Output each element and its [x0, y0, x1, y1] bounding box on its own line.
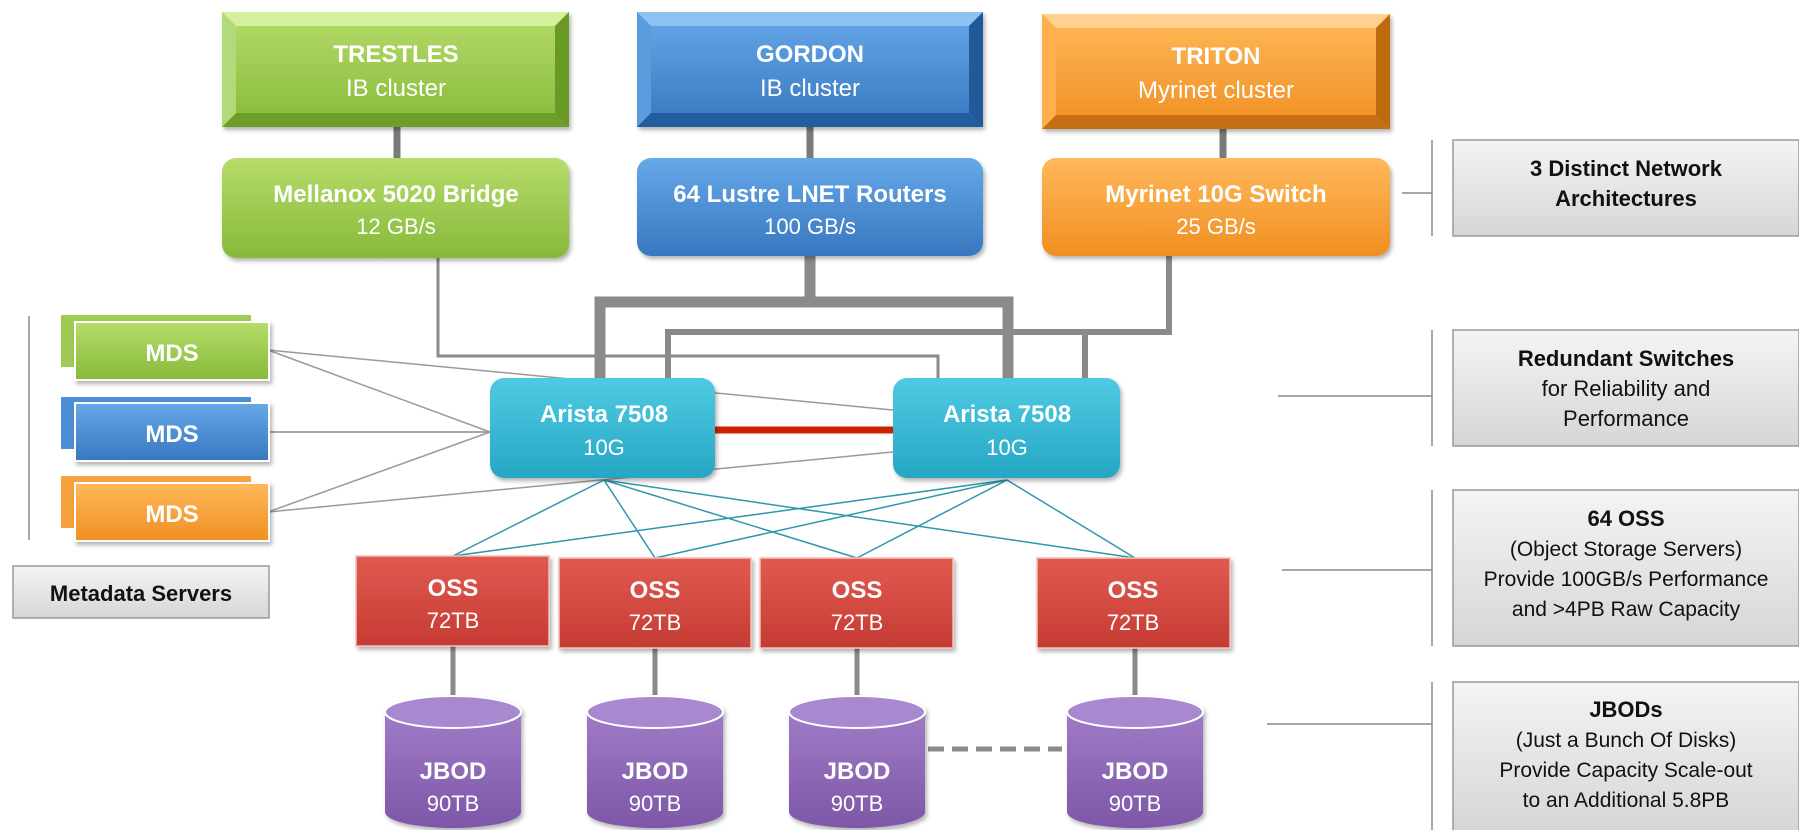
oss-size: 72TB	[427, 608, 480, 633]
callout-text: (Just a Bunch Of Disks)	[1516, 729, 1737, 752]
jbod-2: JBOD 90TB	[586, 695, 724, 828]
cluster-name: TRITON	[1172, 43, 1261, 70]
callout-text: 3 Distinct Network	[1530, 156, 1723, 181]
callout-text: Provide Capacity Scale-out	[1499, 759, 1752, 782]
jbod-size: 90TB	[831, 791, 884, 816]
callout-jbods: JBODs (Just a Bunch Of Disks) Provide Ca…	[1452, 681, 1799, 833]
bridge-lnet-routers: 64 Lustre LNET Routers 100 GB/s	[637, 158, 983, 256]
cluster-type: IB cluster	[760, 75, 860, 102]
oss-size: 72TB	[629, 610, 682, 635]
callout-text: 64 OSS	[1587, 506, 1664, 531]
callout-redundant-switches: Redundant Switches for Reliability and P…	[1452, 329, 1799, 447]
lnet-to-arista-right-link	[810, 296, 1014, 378]
bridge-name: 64 Lustre LNET Routers	[673, 181, 946, 208]
cluster-name: GORDON	[756, 41, 864, 68]
oss-name: OSS	[1108, 577, 1159, 604]
callout-text: and >4PB Raw Capacity	[1512, 598, 1741, 621]
cluster-type: IB cluster	[346, 75, 446, 102]
callout-text: for Reliability and	[1542, 376, 1711, 401]
jbod-name: JBOD	[420, 758, 487, 785]
callout-brackets	[28, 140, 1433, 830]
switch-speed: 10G	[986, 435, 1028, 460]
callout-oss: 64 OSS (Object Storage Servers) Provide …	[1452, 489, 1799, 647]
cluster-name: TRESTLES	[333, 41, 458, 68]
metadata-label-text: Metadata Servers	[50, 581, 232, 606]
callout-text: Performance	[1563, 406, 1689, 431]
arista-to-oss-links	[452, 479, 1136, 559]
lnet-to-arista-left-link	[594, 256, 816, 378]
callout-text: JBODs	[1589, 697, 1662, 722]
oss-size: 72TB	[1107, 610, 1160, 635]
bridge-rate: 25 GB/s	[1176, 214, 1255, 239]
metadata-servers-label: Metadata Servers	[12, 565, 270, 619]
oss-name: OSS	[428, 575, 479, 602]
jbod-name: JBOD	[622, 758, 689, 785]
switch-name: Arista 7508	[943, 401, 1071, 428]
oss-size: 72TB	[831, 610, 884, 635]
bridge-mellanox: Mellanox 5020 Bridge 12 GB/s	[222, 158, 569, 258]
mds-blue: MDS	[59, 395, 270, 462]
myrinet-to-arista-left-link	[665, 256, 1172, 378]
jbod-size: 90TB	[427, 791, 480, 816]
oss-3: OSS 72TB	[759, 557, 954, 649]
callout-text: Redundant Switches	[1518, 346, 1734, 371]
jbod-size: 90TB	[629, 791, 682, 816]
jbod-3: JBOD 90TB	[788, 695, 926, 828]
cluster-gordon: GORDON IB cluster	[637, 12, 983, 127]
jbod-name: JBOD	[824, 758, 891, 785]
jbod-1: JBOD 90TB	[384, 695, 522, 828]
callout-text: (Object Storage Servers)	[1510, 538, 1742, 561]
bridge-myrinet-switch: Myrinet 10G Switch 25 GB/s	[1042, 158, 1390, 256]
arista-switch-left: Arista 7508 10G	[490, 378, 715, 478]
cluster-triton: TRITON Myrinet cluster	[1042, 14, 1390, 129]
mds-label: MDS	[145, 421, 198, 448]
mellanox-to-arista-link	[436, 258, 940, 378]
cluster-type: Myrinet cluster	[1138, 77, 1294, 104]
oss-4: OSS 72TB	[1036, 557, 1231, 649]
oss-1: OSS 72TB	[355, 555, 550, 647]
callout-text: to an Additional 5.8PB	[1523, 789, 1730, 812]
switch-speed: 10G	[583, 435, 625, 460]
mds-green: MDS	[59, 313, 270, 381]
jbod-name: JBOD	[1102, 758, 1169, 785]
jbod-4: JBOD 90TB	[1066, 695, 1204, 828]
bridge-name: Myrinet 10G Switch	[1105, 181, 1326, 208]
mds-label: MDS	[145, 501, 198, 528]
arista-switch-right: Arista 7508 10G	[893, 378, 1120, 478]
oss-2: OSS 72TB	[558, 557, 752, 649]
callout-text: Architectures	[1555, 186, 1697, 211]
oss-name: OSS	[832, 577, 883, 604]
bridge-name: Mellanox 5020 Bridge	[273, 181, 518, 208]
mds-label: MDS	[145, 340, 198, 367]
jbod-size: 90TB	[1109, 791, 1162, 816]
connector-lines	[28, 127, 1433, 830]
bridge-rate: 100 GB/s	[764, 214, 856, 239]
callout-network-architectures: 3 Distinct Network Architectures	[1452, 139, 1799, 237]
callout-text: Provide 100GB/s Performance	[1484, 568, 1769, 591]
mds-orange: MDS	[59, 474, 270, 542]
oss-name: OSS	[630, 577, 681, 604]
bridge-rate: 12 GB/s	[356, 214, 435, 239]
cluster-trestles: TRESTLES IB cluster	[222, 12, 569, 127]
switch-name: Arista 7508	[540, 401, 668, 428]
